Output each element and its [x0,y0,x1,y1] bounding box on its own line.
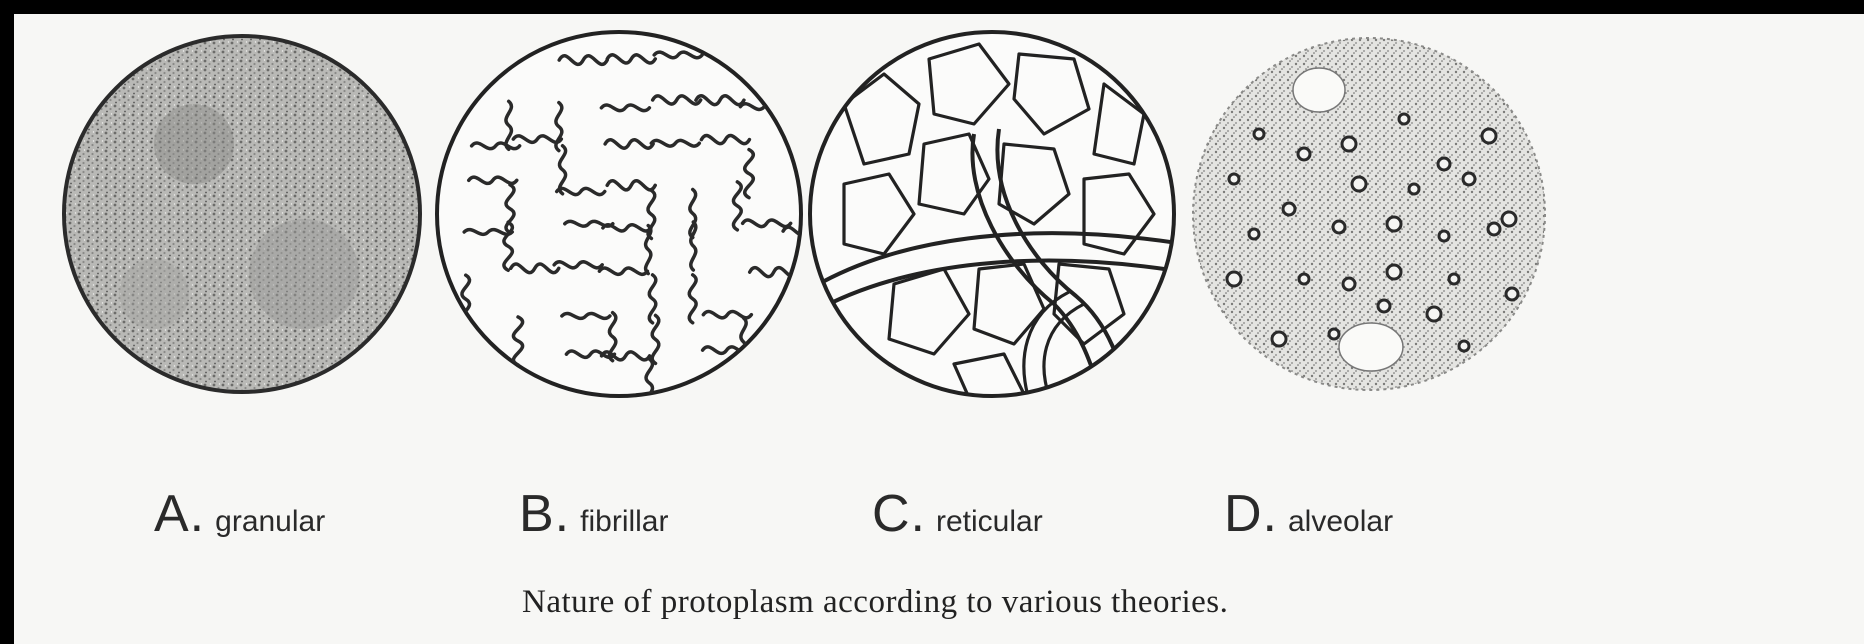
alveolus [1378,300,1390,312]
label-granular: A. granular [154,484,325,544]
fibrillar-circle [437,32,831,407]
alveolus [1387,217,1401,231]
alveolus [1254,129,1264,139]
label-name: granular [215,505,325,539]
alveolus [1342,137,1356,151]
alveolus [1299,274,1309,284]
alveolus [1482,129,1496,143]
reticular-circle [810,32,1184,409]
alveolus [1439,231,1449,241]
label-alveolar: D. alveolar [1224,484,1393,544]
alveolus [1343,278,1355,290]
label-reticular: C. reticular [872,484,1043,544]
alveolus [1329,329,1339,339]
alveolus [1409,184,1419,194]
alveolus [1227,272,1241,286]
alveolus [1298,148,1310,160]
label-letter: C. [872,484,926,544]
alveolus [1352,177,1366,191]
figure-caption: Nature of protoplasm according to variou… [522,584,1228,621]
alveolus [1463,173,1475,185]
alveolus [1283,203,1295,215]
label-name: fibrillar [580,505,668,539]
alveolus [1449,274,1459,284]
alveolus [1399,114,1409,124]
alveolus [1333,221,1345,233]
figure-frame: A. granular B. fibrillar C. reticular D.… [14,14,1864,644]
granular-circle [64,36,420,392]
alveolus [1506,288,1518,300]
protoplasm-diagram [14,14,1864,644]
label-name: alveolar [1288,505,1393,539]
alveolus [1387,265,1401,279]
label-letter: A. [154,484,205,544]
label-fibrillar: B. fibrillar [519,484,669,544]
alveolus [1272,332,1286,346]
label-letter: B. [519,484,570,544]
alveolar-circle [1193,38,1545,390]
alveolus [1249,229,1259,239]
alveolus [1488,223,1500,235]
alveolus [1229,174,1239,184]
alveolus [1459,341,1469,351]
label-name: reticular [936,505,1043,539]
label-letter: D. [1224,484,1278,544]
alveolus [1502,212,1516,226]
alveolus [1427,307,1441,321]
alveolus [1438,158,1450,170]
